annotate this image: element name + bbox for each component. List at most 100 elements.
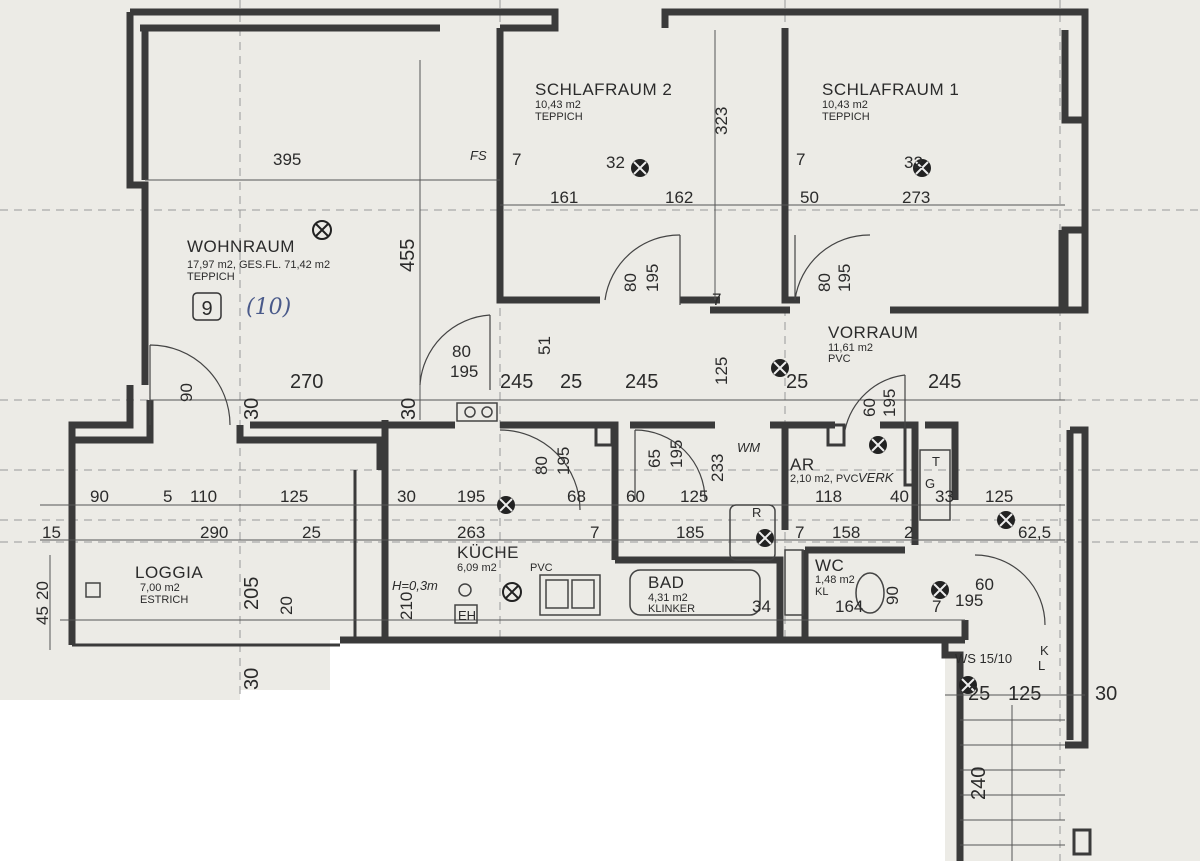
dimension-label: 32: [606, 153, 625, 172]
dimension-label: 60: [975, 575, 994, 594]
dimension-label: 195: [450, 362, 478, 381]
dimension-label: 185: [676, 523, 704, 542]
t-label: T: [932, 454, 940, 469]
ar-area: 2,10 m2, PVC: [790, 473, 859, 485]
dimension-label: 125: [280, 487, 308, 506]
schlafraum1-name: SCHLAFRAUM 1: [822, 80, 959, 99]
dimension-label: 25: [968, 683, 990, 705]
dimension-label: 118: [815, 487, 842, 506]
schlafraum2-area: 10,43 m2: [535, 99, 581, 111]
dimension-label: 195: [667, 440, 686, 468]
ws-label: WS 15/10: [955, 651, 1012, 666]
light-icon: [631, 159, 649, 177]
eh-label: EH: [458, 608, 476, 623]
dimension-label: 20: [277, 596, 296, 615]
dimension-label: 60: [860, 398, 879, 417]
light-icon: [959, 676, 977, 694]
dimension-label: 34: [752, 597, 771, 616]
dimension-label: 2: [904, 523, 913, 542]
dimension-label: 80: [452, 342, 471, 361]
dimension-label: 7: [796, 150, 805, 169]
unit-number-handwritten: (10): [246, 295, 291, 320]
dimension-label: 125: [985, 487, 1013, 506]
light-icon: [931, 581, 949, 599]
dimension-lines: [40, 30, 1085, 696]
g-label: G: [925, 476, 935, 491]
walls: [68, 8, 1089, 861]
light-icon: [869, 436, 887, 454]
dimension-label: 90: [883, 586, 902, 605]
dimension-label: 30: [1095, 683, 1117, 705]
bad-area: 4,31 m2: [648, 592, 688, 604]
loggia-floor: ESTRICH: [140, 594, 188, 606]
dimension-label: 5: [163, 487, 172, 506]
dimension-label: 32: [904, 153, 923, 172]
verk-label: VERK: [858, 470, 895, 485]
unit-number: 9: [201, 298, 212, 320]
wc-floor: KL: [815, 586, 828, 598]
light-icon: [497, 496, 515, 514]
dimension-label: 65: [645, 449, 664, 468]
dimension-label: 245: [500, 371, 533, 393]
bad-floor: KLINKER: [648, 603, 695, 615]
dimension-label: 7: [590, 523, 599, 542]
dimension-label: 195: [835, 264, 854, 292]
dimension-label: 50: [800, 188, 819, 207]
dimension-label: 7: [512, 150, 521, 169]
dimension-label: 7: [932, 597, 941, 616]
dimension-labels: 395 455 270 30 245 25 245 125 25 245 323…: [33, 107, 1117, 800]
dimension-label: 30: [397, 487, 416, 506]
dimension-label: 245: [928, 371, 961, 393]
dimension-label: 110: [190, 487, 217, 506]
dimension-label: 45: [33, 606, 52, 625]
dimension-label: 125: [1008, 683, 1041, 705]
thin-lines: [72, 230, 1092, 856]
schlafraum1-floor: TEPPICH: [822, 111, 870, 123]
dimension-label: 162: [665, 188, 693, 207]
dimension-label: 233: [708, 454, 727, 482]
dimension-label: 30: [398, 398, 420, 420]
light-icon: [913, 159, 931, 177]
loggia-name: LOGGIA: [135, 563, 203, 582]
dimension-label: 270: [290, 371, 323, 393]
schlafraum2-floor: TEPPICH: [535, 111, 583, 123]
h-label: H=0,3m: [392, 578, 438, 593]
wohnraum-name: WOHNRAUM: [187, 237, 295, 256]
dimension-label: 90: [177, 383, 196, 402]
wc-area: 1,48 m2: [815, 574, 855, 586]
stairs: [960, 705, 1065, 861]
dimension-label: 20: [33, 581, 52, 600]
dimension-label: 195: [955, 591, 983, 610]
dimension-label: 25: [302, 523, 321, 542]
vorraum-name: VORRAUM: [828, 323, 918, 342]
light-icon: [312, 220, 332, 240]
dimension-label: 68: [567, 487, 586, 506]
dimension-label: 25: [560, 371, 582, 393]
dimension-label: 125: [680, 487, 708, 506]
unit-number-box: [192, 292, 222, 321]
dimension-label: 15: [42, 523, 61, 542]
dimension-label: 90: [90, 487, 109, 506]
ar-name: AR: [790, 455, 815, 474]
dimension-label: 33: [935, 487, 954, 506]
dimension-label: 245: [625, 371, 658, 393]
light-icon: [997, 511, 1015, 529]
dimension-label: 80: [815, 273, 834, 292]
fs-label: FS: [470, 148, 487, 163]
dimension-label: 195: [643, 264, 662, 292]
schlafraum1-area: 10,43 m2: [822, 99, 868, 111]
dimension-label: 161: [550, 188, 578, 207]
dimension-label: 263: [457, 523, 485, 542]
dimension-label: 273: [902, 188, 930, 207]
dimension-label: 51: [535, 336, 554, 355]
loggia-area: 7,00 m2: [140, 582, 180, 594]
dimension-label: 30: [241, 398, 263, 420]
dimension-label: 25: [786, 371, 808, 393]
schlafraum2-name: SCHLAFRAUM 2: [535, 80, 672, 99]
dimension-label: 62,5: [1018, 523, 1051, 542]
dimension-label: 158: [832, 523, 860, 542]
dimension-label: 30: [241, 668, 263, 690]
dimension-label: 164: [835, 597, 863, 616]
dimension-label: 60: [626, 487, 645, 506]
